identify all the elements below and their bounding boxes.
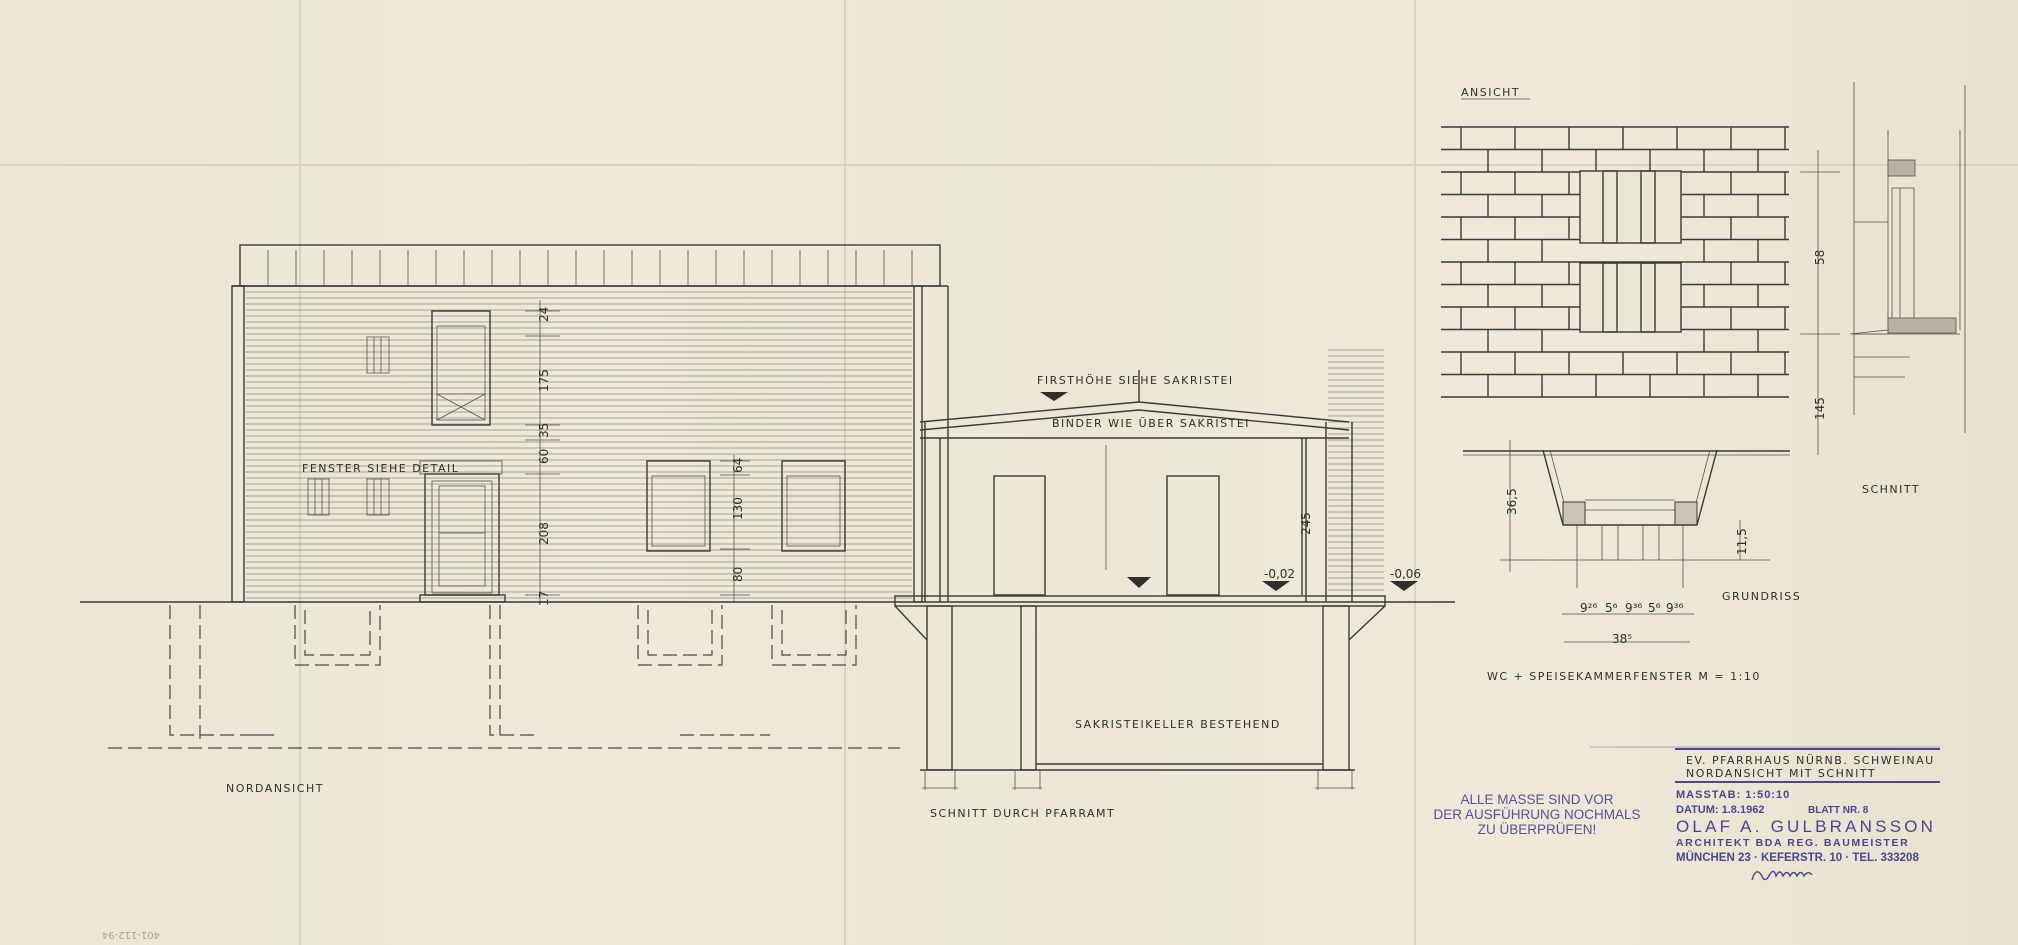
detail-caption: WC + SPEISEKAMMERFENSTER M = 1:10 bbox=[1487, 670, 1761, 683]
plan-dim: 9³⁶ bbox=[1625, 601, 1642, 615]
sheet-title: NORDANSICHT MIT SCHNITT bbox=[1686, 767, 1876, 780]
level-marker-icon bbox=[1262, 581, 1290, 591]
plan-dim: 9³⁶ bbox=[1666, 601, 1683, 615]
dim-130: 130 bbox=[731, 497, 745, 520]
cellar-note: SAKRISTEIKELLER BESTEHEND bbox=[1075, 718, 1281, 731]
cellar bbox=[920, 605, 1355, 790]
dim-175: 175 bbox=[537, 369, 551, 392]
upper-window bbox=[431, 310, 491, 426]
door-left bbox=[993, 475, 1046, 596]
window-note: FENSTER SIEHE DETAIL bbox=[302, 462, 459, 475]
level-a: -0,02 bbox=[1264, 567, 1295, 581]
ridge-marker-icon bbox=[1127, 577, 1151, 588]
plan-label: GRUNDRISS bbox=[1722, 590, 1801, 603]
title-block: EV. PFARRHAUS NÜRNB. SCHWEINAU NORDANSIC… bbox=[1590, 746, 1940, 881]
dim-24: 24 bbox=[537, 307, 551, 322]
project-name: EV. PFARRHAUS NÜRNB. SCHWEINAU bbox=[1686, 754, 1935, 767]
arrow-down-icon bbox=[1040, 392, 1068, 401]
roof-parapet bbox=[239, 244, 941, 287]
elevation-title: NORDANSICHT bbox=[226, 782, 324, 795]
stamp-line: ZU ÜBERPRÜFEN! bbox=[1478, 822, 1597, 837]
dim-80: 80 bbox=[731, 567, 745, 582]
view-label: ANSICHT bbox=[1461, 86, 1520, 99]
dim-60: 60 bbox=[537, 449, 551, 464]
floor-slab bbox=[894, 595, 1386, 607]
plan-total: 38⁵ bbox=[1612, 632, 1632, 646]
ground-windows bbox=[646, 460, 846, 552]
dim-58: 58 bbox=[1813, 250, 1827, 265]
window-section-detail bbox=[1849, 82, 1966, 433]
stamp-line: DER AUSFÜHRUNG NOCHMALS bbox=[1433, 807, 1640, 822]
brick-bond bbox=[1441, 126, 1789, 398]
hatched-wall bbox=[1328, 349, 1384, 591]
ridge-note: FIRSTHÖHE SIEHE SAKRISTEI bbox=[1037, 374, 1234, 387]
plan-dim: 9²⁶ bbox=[1580, 601, 1597, 615]
window-plan-detail: 36,5 11,5 9²⁶ 5⁶ 9³⁶ 5⁶ 9³⁶ 38⁵ GRUNDRIS… bbox=[1463, 440, 1801, 683]
foundations-dashed bbox=[108, 605, 900, 749]
dim-208: 208 bbox=[537, 522, 551, 545]
dim-36-5: 36,5 bbox=[1505, 488, 1519, 515]
architect-profession: ARCHITEKT BDA REG. BAUMEISTER bbox=[1676, 837, 1909, 849]
scale: MASSTAB: 1:50:10 bbox=[1676, 789, 1790, 801]
dim-245: 245 bbox=[1299, 512, 1313, 535]
dim-35: 35 bbox=[537, 423, 551, 438]
dimension-chain-right: 64 130 80 bbox=[720, 455, 750, 602]
sheet-number: BLATT NR. 8 bbox=[1808, 805, 1869, 816]
entrance-door bbox=[419, 460, 506, 603]
verification-stamp: ALLE MASSE SIND VOR DER AUSFÜHRUNG NOCHM… bbox=[1433, 792, 1640, 837]
door-right bbox=[1166, 475, 1220, 596]
architect-name: OLAF A. GULBRANSSON bbox=[1676, 817, 1936, 836]
siding-hatching bbox=[246, 291, 912, 599]
archive-number: 401-112-94 bbox=[102, 929, 160, 940]
plan-dim: 5⁶ bbox=[1605, 601, 1618, 615]
vent-windows bbox=[307, 336, 390, 516]
window-opening bbox=[1579, 170, 1682, 333]
wall-left-edge bbox=[231, 285, 245, 603]
parapet-ribs bbox=[267, 250, 913, 286]
date: DATUM: 1.8.1962 bbox=[1676, 804, 1764, 816]
truss-note: BINDER WIE ÜBER SAKRISTEI bbox=[1052, 417, 1250, 430]
dimension-chain-left: 24 175 35 60 208 17 bbox=[525, 300, 560, 606]
plan-dim: 5⁶ bbox=[1648, 601, 1661, 615]
window-detail-view: ANSICHT 58 145 SCHN bbox=[1441, 82, 1966, 496]
dim-64: 64 bbox=[731, 458, 745, 473]
level-marker-icon bbox=[1390, 581, 1418, 591]
level-b: -0,06 bbox=[1390, 567, 1421, 581]
section-annex: 245 FIRSTHÖHE SIEHE SAKRISTEI BINDER WIE… bbox=[894, 349, 1421, 820]
section-title: SCHNITT DURCH PFARRAMT bbox=[930, 807, 1115, 820]
section-label: SCHNITT bbox=[1862, 483, 1920, 496]
signature bbox=[1751, 870, 1813, 881]
dim-11-5: 11,5 bbox=[1735, 528, 1749, 555]
dim-145: 145 bbox=[1813, 397, 1827, 420]
dim-17: 17 bbox=[537, 591, 551, 606]
downpipe bbox=[913, 285, 923, 603]
architect-address: MÜNCHEN 23 · KEFERSTR. 10 · TEL. 333208 bbox=[1676, 851, 1919, 864]
stamp-line: ALLE MASSE SIND VOR bbox=[1460, 792, 1613, 807]
north-elevation: 24 175 35 60 208 17 64 130 80 FENSTER SI… bbox=[80, 244, 1455, 795]
